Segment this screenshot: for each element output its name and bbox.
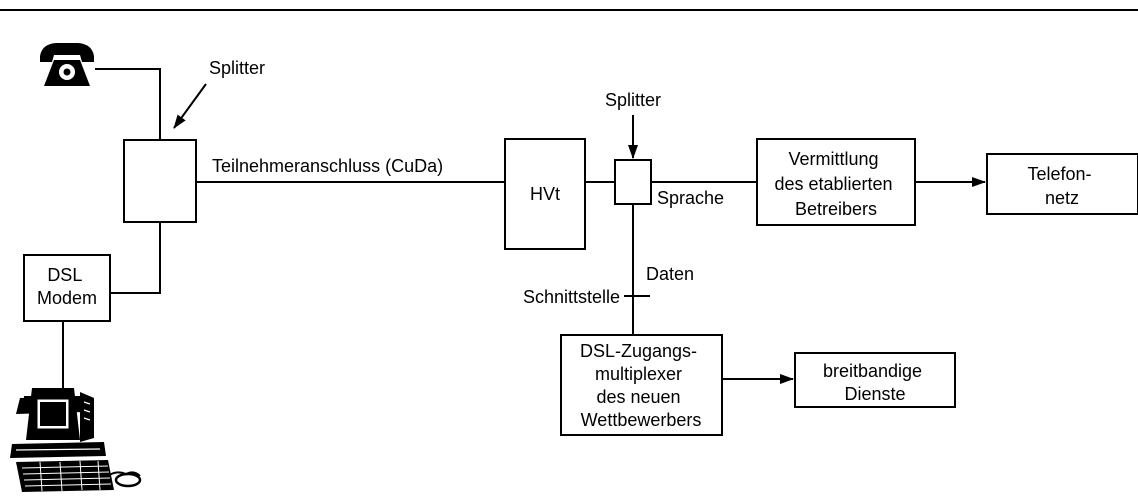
splitter-customer-label: Splitter [209, 58, 265, 78]
telephone-icon [40, 43, 94, 86]
splitter-exchange-label: Splitter [605, 90, 661, 110]
computer-icon [10, 388, 140, 492]
splitter-exchange-box [615, 160, 651, 204]
splitter-to-modem-line [110, 222, 160, 293]
splitter-customer-arrow [174, 84, 206, 128]
sprache-label: Sprache [657, 188, 724, 208]
phone-to-splitter-line [95, 69, 160, 140]
hvt-label: HVt [530, 184, 560, 204]
subscriber-line-label: Teilnehmeranschluss (CuDa) [212, 156, 443, 176]
schnittstelle-label: Schnittstelle [523, 287, 620, 307]
daten-label: Daten [646, 264, 694, 284]
splitter-customer-box [124, 140, 196, 222]
